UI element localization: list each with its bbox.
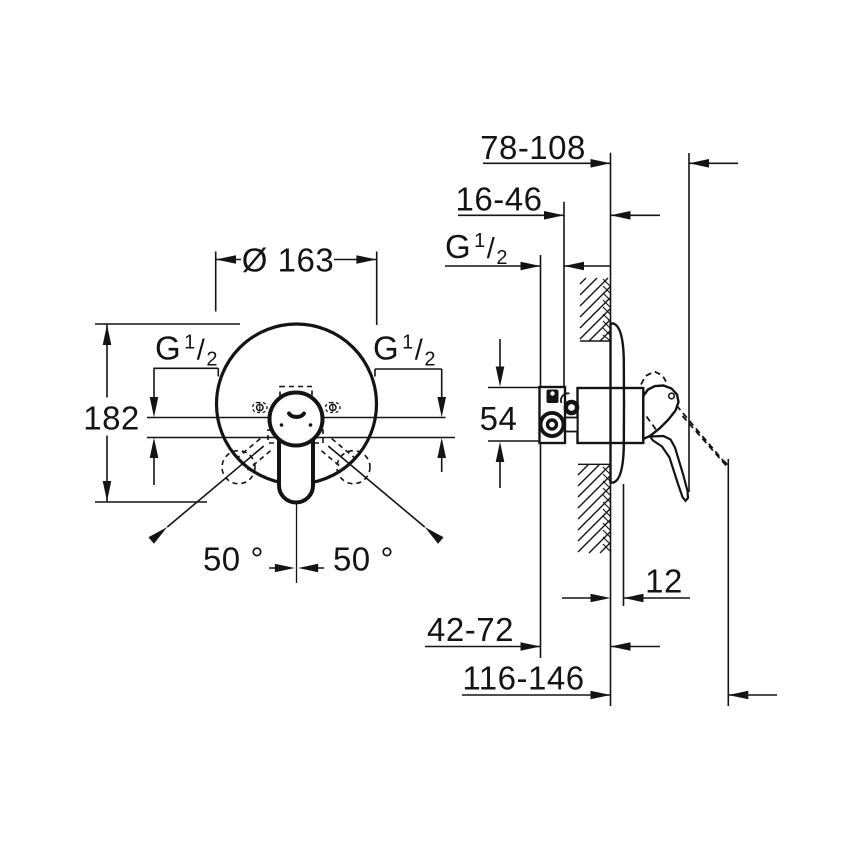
clip-hook — [560, 392, 570, 404]
svg-text:G1/2: G1/2 — [155, 330, 218, 371]
handle-swing-dashed — [645, 404, 729, 468]
knob-dot-left — [279, 423, 284, 427]
thread-g: G — [445, 228, 471, 265]
svg-text:G1/2: G1/2 — [373, 330, 436, 371]
angle-arrow-right — [424, 527, 444, 544]
thread-slash: / — [197, 335, 206, 367]
wall-hatch-upper — [579, 277, 611, 342]
screw-ear-left — [251, 401, 268, 414]
screw-ear-right — [324, 401, 341, 414]
thread-g: G — [373, 330, 399, 367]
dim-wall-to-handle: 78-108 — [480, 129, 738, 168]
thread-num: 1 — [402, 332, 414, 354]
thread-num: 1 — [474, 230, 486, 252]
dim-rough-in-depth: 42-72 — [425, 611, 660, 651]
handle-raised-dashed — [640, 370, 667, 385]
dim-box-depth-label: 16-46 — [456, 181, 543, 218]
handle-lever-blade — [647, 434, 690, 503]
bracket-block — [546, 389, 559, 403]
dim-total-height: 182 — [83, 323, 240, 503]
knob-slot — [287, 411, 306, 419]
lever-stem — [277, 436, 315, 505]
pipe-connector — [564, 416, 579, 433]
angle-arrow-left — [148, 527, 168, 544]
knob-dot-right — [308, 423, 313, 427]
svg-text:G1/2: G1/2 — [445, 228, 508, 269]
dim-total-depth: 116-146 — [462, 660, 777, 700]
handle-pin — [667, 392, 676, 400]
thread-num: 1 — [184, 332, 196, 354]
angle-base-arrow-right — [298, 563, 319, 573]
dim-diameter: Ø 163 — [214, 242, 378, 325]
dim-body-height-label: 54 — [480, 400, 518, 437]
angle-legs — [166, 445, 426, 528]
lever-swing-left-end — [221, 449, 256, 485]
dim-total-depth-label: 116-146 — [462, 660, 584, 697]
dim-box-depth: 16-46 — [456, 181, 660, 220]
bracket-block-hole — [550, 391, 555, 396]
supply-elbow — [538, 411, 566, 438]
angle-base-arrow-left — [274, 563, 295, 573]
angle-left-label: 50 ° — [203, 541, 264, 578]
escutcheon-plate-side — [609, 322, 626, 484]
dim-wall-to-handle-label: 78-108 — [480, 129, 586, 166]
thread-den: 2 — [496, 247, 508, 269]
thread-den: 2 — [424, 349, 436, 371]
thread-slash: / — [487, 233, 496, 265]
dim-diameter-label: Ø 163 — [242, 242, 334, 279]
cartridge-screw — [563, 399, 580, 416]
angle-right-label: 50 ° — [333, 541, 394, 578]
dim-total-height-label: 182 — [83, 400, 140, 437]
lever-knob — [267, 390, 325, 448]
dim-plate-thickness: 12 — [562, 563, 690, 603]
thread-g: G — [155, 330, 181, 367]
dim-body-height: 54 — [480, 339, 541, 488]
wall-hatch-lower — [577, 463, 611, 554]
thread-den: 2 — [206, 349, 218, 371]
thread-slash: / — [415, 335, 424, 367]
dim-rough-in-depth-label: 42-72 — [427, 611, 514, 648]
lever-swing-right-end — [336, 449, 371, 485]
handle-side — [640, 370, 729, 503]
dim-plate-thickness-label: 12 — [645, 563, 683, 600]
